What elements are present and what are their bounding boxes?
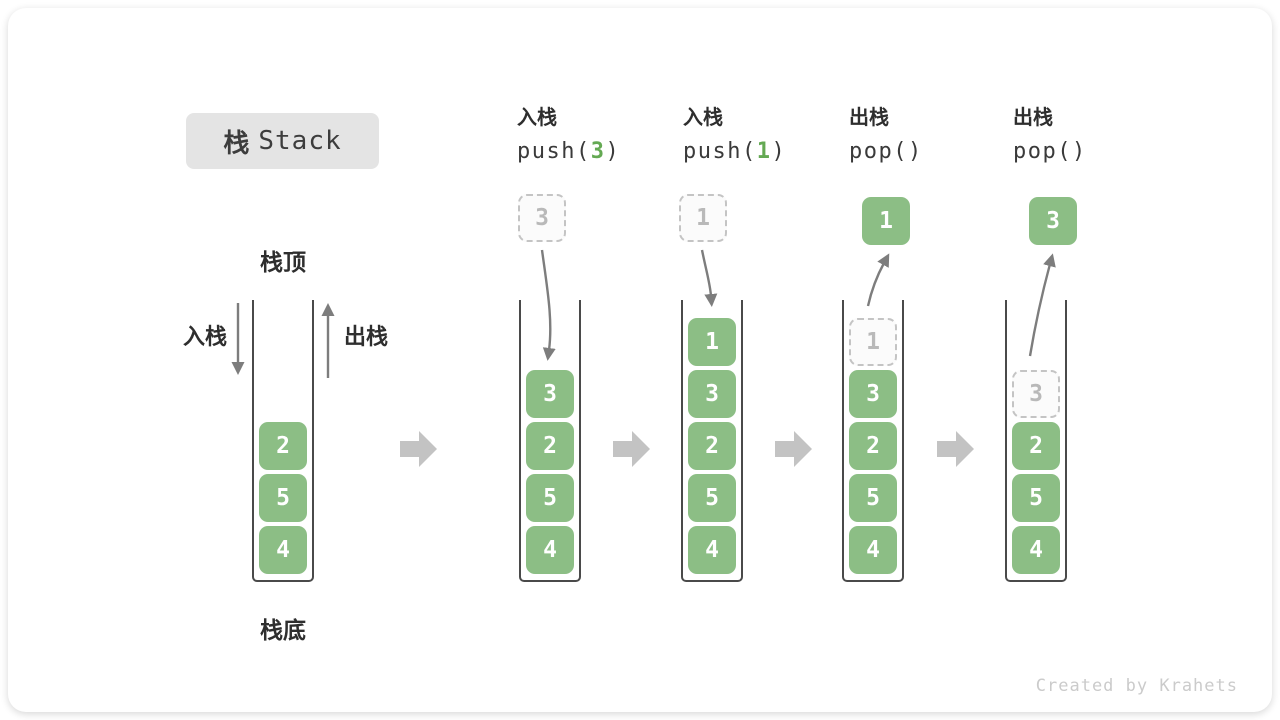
title-en: Stack bbox=[258, 126, 342, 156]
watermark: Created by Krahets bbox=[1035, 676, 1238, 696]
stack-cell: 1 bbox=[688, 318, 736, 366]
title-cn: 栈 bbox=[223, 127, 250, 158]
popped-value-box: 3 bbox=[1029, 197, 1077, 245]
stack-cell: 4 bbox=[688, 526, 736, 574]
stack-cell: 5 bbox=[526, 474, 574, 522]
stack-cell: 5 bbox=[849, 474, 897, 522]
stack-container-2: 3 2 5 4 bbox=[519, 300, 581, 582]
code-fn: pop( bbox=[849, 139, 908, 164]
stack-cell: 5 bbox=[259, 474, 307, 522]
stack-cell: 4 bbox=[849, 526, 897, 574]
ghost-cell: 3 bbox=[1012, 370, 1060, 418]
column-header-push-3: 入栈 push(3) bbox=[517, 104, 620, 164]
pop-side-label: 出栈 bbox=[344, 324, 389, 349]
popped-value-box: 1 bbox=[862, 197, 910, 245]
op-label: 入栈 bbox=[517, 107, 557, 129]
stack-cell: 2 bbox=[1012, 422, 1060, 470]
push-side-label: 入栈 bbox=[183, 324, 228, 349]
code-fn: pop( bbox=[1013, 139, 1072, 164]
stack-container-4: 1 3 2 5 4 bbox=[842, 300, 904, 582]
incoming-value-box: 3 bbox=[518, 194, 566, 242]
op-code: push(1) bbox=[683, 139, 786, 164]
stack-cell: 3 bbox=[526, 370, 574, 418]
stack-top-label: 栈顶 bbox=[260, 249, 306, 275]
op-label: 出栈 bbox=[1013, 107, 1053, 129]
code-fn: push( bbox=[517, 139, 591, 164]
stack-cell: 5 bbox=[1012, 474, 1060, 522]
stack-cell: 2 bbox=[688, 422, 736, 470]
code-close: ) bbox=[1071, 139, 1087, 164]
op-code: push(3) bbox=[517, 139, 620, 164]
column-header-pop-1: 出栈 pop() bbox=[849, 104, 923, 164]
stack-container-1: 2 5 4 bbox=[252, 300, 314, 582]
incoming-value-box: 1 bbox=[679, 194, 727, 242]
op-code: pop() bbox=[1013, 139, 1087, 164]
op-label: 出栈 bbox=[849, 107, 889, 129]
stack-bottom-label: 栈底 bbox=[260, 617, 306, 643]
stack-cell: 5 bbox=[688, 474, 736, 522]
code-close: ) bbox=[771, 139, 787, 164]
stack-container-3: 1 3 2 5 4 bbox=[681, 300, 743, 582]
stack-cell: 2 bbox=[849, 422, 897, 470]
stack-container-5: 3 2 5 4 bbox=[1005, 300, 1067, 582]
column-header-push-1: 入栈 push(1) bbox=[683, 104, 786, 164]
code-close: ) bbox=[907, 139, 923, 164]
stack-cell: 3 bbox=[688, 370, 736, 418]
stack-cell: 4 bbox=[259, 526, 307, 574]
stack-cell: 4 bbox=[526, 526, 574, 574]
column-header-pop-2: 出栈 pop() bbox=[1013, 104, 1087, 164]
code-arg: 1 bbox=[756, 139, 772, 164]
stack-cell: 4 bbox=[1012, 526, 1060, 574]
code-close: ) bbox=[605, 139, 621, 164]
ghost-cell: 1 bbox=[849, 318, 897, 366]
code-fn: push( bbox=[683, 139, 757, 164]
title-box: 栈 Stack bbox=[186, 113, 379, 169]
op-label: 入栈 bbox=[683, 107, 723, 129]
stack-cell: 2 bbox=[526, 422, 574, 470]
stack-cell: 3 bbox=[849, 370, 897, 418]
code-arg: 3 bbox=[590, 139, 606, 164]
stack-cell: 2 bbox=[259, 422, 307, 470]
op-code: pop() bbox=[849, 139, 923, 164]
